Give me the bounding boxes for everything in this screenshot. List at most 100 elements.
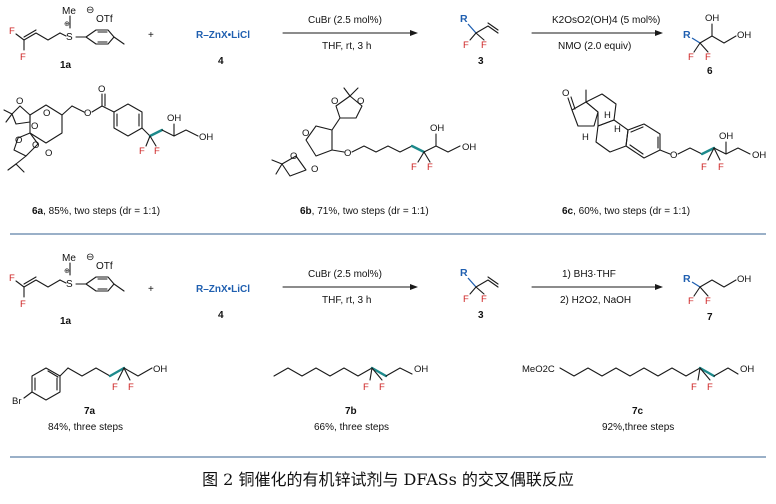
product-3-bottom: R F F 3 [460,267,499,321]
reagent-4-top: R–ZnX•LiCl 4 [196,30,250,67]
oxygen: O [302,128,309,139]
hydroxyl: OH [167,113,181,124]
f-atom: F [112,382,118,393]
hydroxyl: OH [740,364,754,375]
methyl-label: Me [62,6,76,17]
reagent-1a-top: F F S Me ⊕ ⊖ OTf 1a [9,5,125,71]
f-atom: F [705,52,711,63]
label-7c: 7c [632,406,644,417]
hydroxyl: OH [414,364,428,375]
scheme-a: F F S Me ⊕ ⊖ OTf 1a + R–ZnX•LiCl 4 CuBr … [3,5,766,217]
plus-sign: + [148,284,154,295]
product-7-top: R OH F F 7 [683,273,751,323]
f-atom: F [707,382,713,393]
label-7a: 7a [84,406,96,417]
yield-7b: 66%, three steps [314,422,389,433]
plus-sign: + [148,30,154,41]
hydroxyl: OH [752,150,766,161]
oxygen: O [670,150,677,161]
yield-6b: 6b, 71%, two steps (dr = 1:1) [300,206,429,217]
label-1a: 1a [60,60,72,71]
f-atom: F [20,299,26,310]
ester-group: MeO2C [522,364,555,375]
arrow-2-top: K2OsO2(OH)4 (5 mol%) NMO (2.0 equiv) [531,15,663,52]
f-atom: F [379,382,385,393]
f-atom: F [691,382,697,393]
f-atom: F [20,52,26,63]
example-7c: MeO2C OH F F 7c 92%,three steps [522,364,754,433]
yield-6c: 6c, 60%, two steps (dr = 1:1) [562,206,690,217]
sulfonium-s: S [66,279,73,290]
triflate-label: OTf [96,261,113,272]
solvent-condition: THF, rt, 3 h [322,41,371,52]
figure-caption: 图 2 铜催化的有机锌试剂与 DFASs 的交叉偶联反应 [202,470,574,489]
product-6-top: R OH OH F F 6 [683,13,751,77]
f-atom: F [688,52,694,63]
oxidation-step: 2) H2O2, NaOH [560,295,631,306]
oxygen: O [311,164,318,175]
oxygen: O [331,96,338,107]
oxygen: O [290,151,297,162]
f-atom: F [481,40,487,51]
oxygen: O [32,140,39,151]
f-atom: F [128,382,134,393]
r-group: R [460,13,468,25]
hydroxyl: OH [737,30,751,41]
charge-symbol: ⊖ [86,252,94,263]
f-atom: F [154,146,160,157]
hydroxyl: OH [430,123,444,134]
oxygen: O [31,121,38,132]
f-atom: F [463,294,469,305]
r-group: R [683,273,691,285]
f-atom: F [9,273,15,284]
solvent-condition: THF, rt, 3 h [322,295,371,306]
product-3-top: R F F 3 [460,13,499,67]
oxygen: O [15,135,22,146]
f-atom: F [481,294,487,305]
example-6c: O H H H O OH OH F F 6c, 60%, two steps (… [562,88,766,217]
example-6b: O O O O O O OH OH F F 6b, 71%, two steps… [271,87,476,217]
organozinc-formula: R–ZnX•LiCl [196,30,250,41]
bromine: Br [12,396,22,407]
plus-charge: ⊕ [64,268,70,275]
yield-7c: 92%,three steps [602,422,674,433]
charge-symbol: ⊖ [86,5,94,16]
yield-6a: 6a, 85%, two steps (dr = 1:1) [32,206,160,217]
f-atom: F [363,382,369,393]
hydroxyl: OH [462,142,476,153]
arrow-1-bottom: CuBr (2.5 mol%) THF, rt, 3 h [282,269,418,306]
label-6c: 6c [562,206,574,217]
f-atom: F [688,296,694,307]
label-6: 6 [707,66,713,77]
f-atom: F [701,162,707,173]
scheme-b: F F S Me ⊕ ⊖ OTf 1a + R–ZnX•LiCl 4 CuBr … [9,252,754,433]
arrow-1-top: CuBr (2.5 mol%) THF, rt, 3 h [282,15,418,52]
triflate-label: OTf [96,14,113,25]
hydroboration-step: 1) BH3·THF [562,269,616,280]
label-1a: 1a [60,316,72,327]
f-atom: F [718,162,724,173]
hydroxyl: OH [705,13,719,24]
oxygen: O [43,108,50,119]
label-3: 3 [478,310,484,321]
hydrogen: H [614,124,621,135]
yield-7a: 84%, three steps [48,422,123,433]
oxygen: O [357,96,364,107]
oxygen: O [344,148,351,159]
reagent-1a-bottom: F F S Me ⊕ ⊖ OTf 1a [9,252,125,327]
plus-charge: ⊕ [64,21,70,28]
yield-text: , 85%, two steps (dr = 1:1) [43,206,160,217]
label-6a: 6a [32,206,44,217]
hydrogen: H [604,110,611,121]
r-group: R [683,29,691,41]
label-7: 7 [707,312,713,323]
f-atom: F [463,40,469,51]
organozinc-formula: R–ZnX•LiCl [196,284,250,295]
example-6a: O O O O O O O O OH O [3,84,213,217]
yield-text: , 71%, two steps (dr = 1:1) [312,206,429,217]
hydroxyl: OH [199,132,213,143]
reagent-4-bottom: R–ZnX•LiCl 4 [196,284,250,321]
label-4: 4 [218,310,224,321]
